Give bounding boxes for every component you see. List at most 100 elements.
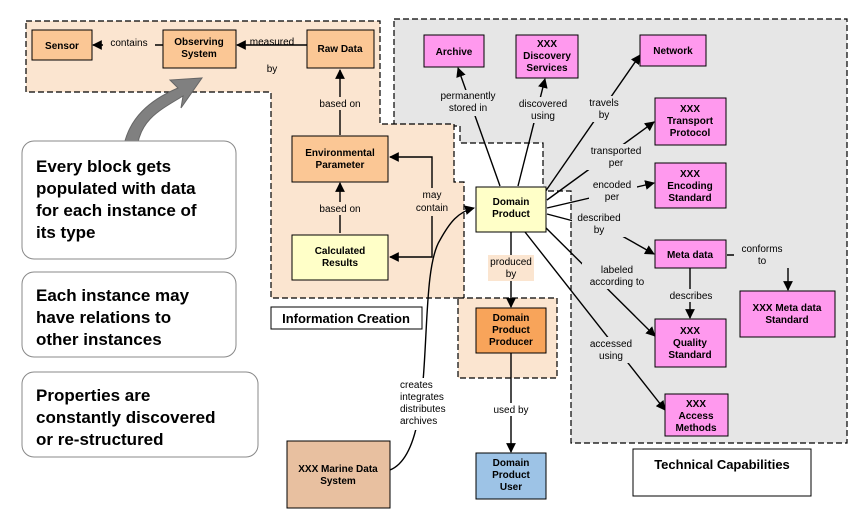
node-raw-data: Raw Data: [306, 29, 375, 69]
svg-text:Domain: Domain: [493, 458, 530, 469]
svg-text:XXX: XXX: [686, 399, 706, 410]
svg-text:Product: Product: [492, 325, 530, 336]
svg-text:XXX: XXX: [680, 104, 700, 115]
svg-text:Meta data: Meta data: [667, 250, 714, 261]
svg-text:populated with data: populated with data: [36, 179, 196, 198]
svg-text:Product: Product: [492, 470, 530, 481]
svg-text:Parameter: Parameter: [316, 160, 365, 171]
svg-text:XXX: XXX: [537, 39, 557, 50]
information-creation-label: Information Creation: [270, 306, 423, 330]
svg-text:User: User: [500, 482, 522, 493]
node-sensor: Sensor: [31, 29, 93, 61]
label-encoded: encoded: [593, 180, 631, 191]
edge-product-discovery: [517, 78, 548, 187]
label-labeled: labeled: [601, 265, 633, 276]
svg-text:Observing: Observing: [174, 37, 223, 48]
label-contain: contain: [416, 203, 448, 214]
label-contains: contains: [110, 38, 147, 49]
label-conforms-to: to: [758, 256, 767, 267]
svg-text:Information Creation: Information Creation: [282, 311, 410, 326]
svg-text:Encoding: Encoding: [667, 181, 713, 192]
label-based-on-1: based on: [319, 99, 360, 110]
edge-may-contain-2: [389, 196, 433, 262]
svg-text:Results: Results: [322, 258, 359, 269]
label-describes: describes: [670, 291, 713, 302]
svg-text:Each instance may: Each instance may: [36, 286, 190, 305]
svg-text:or re-structured: or re-structured: [36, 430, 164, 449]
svg-text:Quality: Quality: [673, 338, 707, 349]
label-described: described: [577, 213, 620, 224]
edge-may-contain: [389, 152, 433, 196]
node-meta-data: Meta data: [654, 239, 727, 269]
svg-text:Network: Network: [653, 46, 693, 57]
node-domain-product: Domain Product: [475, 186, 547, 233]
edge-product-network: [544, 54, 641, 193]
svg-text:Transport: Transport: [667, 116, 714, 127]
label-archives: archives: [400, 416, 437, 427]
svg-text:Producer: Producer: [489, 337, 533, 348]
information-creation-region: [25, 20, 465, 299]
label-measured-by: by: [267, 64, 278, 75]
label-using: using: [531, 111, 555, 122]
node-quality-standard: XXX Quality Standard: [654, 318, 727, 368]
edge-product-access: [524, 231, 666, 411]
svg-text:have relations to: have relations to: [36, 308, 171, 327]
svg-text:Every block gets: Every block gets: [36, 157, 171, 176]
svg-text:Standard: Standard: [765, 315, 808, 326]
label-creates: creates: [400, 380, 433, 391]
svg-text:for each instance of: for each instance of: [36, 201, 197, 220]
svg-text:Domain: Domain: [493, 313, 530, 324]
label-transported: transported: [591, 146, 642, 157]
node-domain-product-user: Domain Product User: [475, 452, 547, 500]
callout-every-block: Every block gets populated with data for…: [21, 140, 237, 260]
svg-text:Sensor: Sensor: [45, 41, 79, 52]
label-distributes: distributes: [400, 404, 446, 415]
node-access-methods: XXX Access Methods: [664, 393, 729, 437]
svg-text:Methods: Methods: [675, 423, 717, 434]
label-conforms: conforms: [741, 244, 782, 255]
svg-text:Technical Capabilities: Technical Capabilities: [654, 457, 790, 472]
svg-text:XXX Meta data: XXX Meta data: [753, 303, 822, 314]
svg-text:XXX: XXX: [680, 326, 700, 337]
svg-text:Access: Access: [678, 411, 713, 422]
label-described-by: by: [594, 225, 605, 236]
label-discovered: discovered: [519, 99, 567, 110]
svg-text:XXX Marine Data: XXX Marine Data: [298, 464, 378, 475]
svg-text:Standard: Standard: [668, 193, 711, 204]
callout-properties: Properties are constantly discovered or …: [21, 371, 259, 458]
node-marine-data-system: XXX Marine Data System: [286, 440, 391, 509]
svg-text:XXX: XXX: [680, 169, 700, 180]
label-transported-per: per: [609, 158, 624, 169]
node-meta-data-standard: XXX Meta data Standard: [739, 290, 836, 338]
node-transport-protocol: XXX Transport Protocol: [654, 97, 727, 146]
svg-text:System: System: [181, 49, 217, 60]
label-used-by: used by: [493, 405, 528, 416]
label-accessed: accessed: [590, 339, 632, 350]
node-observing-system: Observing System: [162, 29, 237, 69]
node-archive: Archive: [423, 34, 485, 68]
svg-text:System: System: [320, 476, 356, 487]
edge-labels: contains measured by based on based on m…: [103, 36, 790, 430]
label-produced: produced: [490, 257, 532, 268]
svg-text:Raw Data: Raw Data: [317, 44, 362, 55]
label-may: may: [423, 190, 442, 201]
gray-pointer-arrow: [122, 77, 204, 151]
label-permanently: permanently: [440, 91, 495, 102]
label-accessed-using: using: [599, 351, 623, 362]
svg-text:Environmental: Environmental: [305, 148, 375, 159]
node-encoding-standard: XXX Encoding Standard: [654, 162, 727, 209]
edge-mds-product: [389, 205, 475, 471]
label-according-to: according to: [590, 277, 645, 288]
label-encoded-per: per: [605, 192, 620, 203]
label-stored-in: stored in: [449, 103, 487, 114]
label-travels: travels: [589, 98, 618, 109]
svg-text:constantly discovered: constantly discovered: [36, 408, 216, 427]
svg-text:Discovery: Discovery: [523, 51, 571, 62]
node-network: Network: [639, 34, 707, 67]
label-travels-by: by: [599, 110, 610, 121]
label-measured: measured: [250, 37, 294, 48]
callout-each-instance: Each instance may have relations to othe…: [21, 271, 237, 358]
svg-text:Standard: Standard: [668, 350, 711, 361]
